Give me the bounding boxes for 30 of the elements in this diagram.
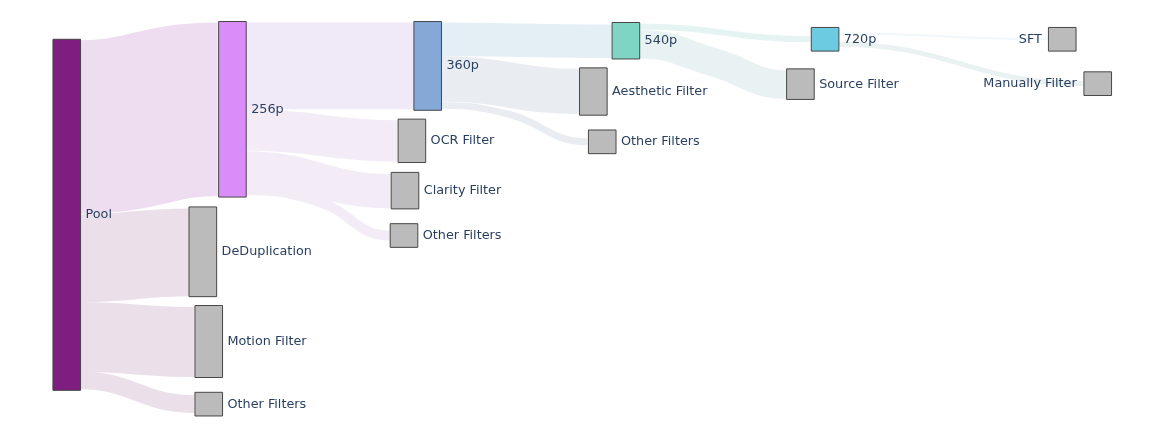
connector — [78, 22, 220, 214]
connector — [837, 32, 1049, 41]
node-label: Pool — [85, 206, 112, 222]
connector — [639, 29, 788, 99]
node-label: Source Filter — [819, 75, 899, 91]
node-label: 360p — [446, 57, 479, 73]
connector — [441, 22, 612, 58]
node-label: Other Filters — [620, 133, 700, 149]
connector — [441, 56, 580, 115]
node-label: 540p — [644, 32, 678, 48]
connector — [838, 41, 1084, 87]
connector — [245, 109, 398, 162]
node-label: Motion Filter — [227, 332, 307, 348]
node-label: Aesthetic Filter — [612, 82, 708, 98]
connector — [639, 23, 811, 43]
node-label: Manually Filter — [983, 75, 1077, 90]
node-label: DeDuplication — [221, 243, 312, 259]
node-label: OCR Filter — [430, 132, 495, 148]
node-label: 256p — [251, 100, 284, 116]
connector — [80, 302, 195, 378]
node-label: Other Filters — [227, 395, 307, 411]
node-label: Clarity Filter — [423, 182, 502, 197]
connector — [441, 101, 588, 146]
connector — [80, 371, 195, 413]
node-label: SFT — [1018, 30, 1042, 46]
connector — [246, 185, 391, 241]
connector — [246, 22, 413, 110]
connector — [245, 151, 391, 209]
node-label: 720p — [843, 30, 877, 46]
node-label: Other Filters — [422, 226, 502, 242]
